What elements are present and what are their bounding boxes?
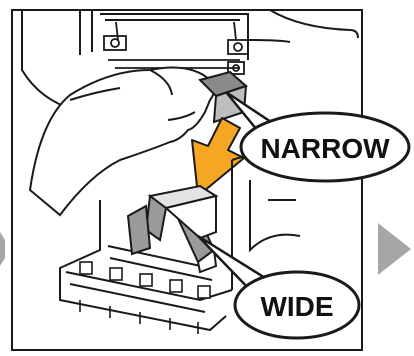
callout-narrow-label: NARROW	[260, 133, 390, 164]
triangle-arrow-right-icon	[378, 223, 411, 275]
callout-wide-label: WIDE	[260, 291, 333, 322]
partial-arrow-left-icon	[0, 232, 5, 266]
